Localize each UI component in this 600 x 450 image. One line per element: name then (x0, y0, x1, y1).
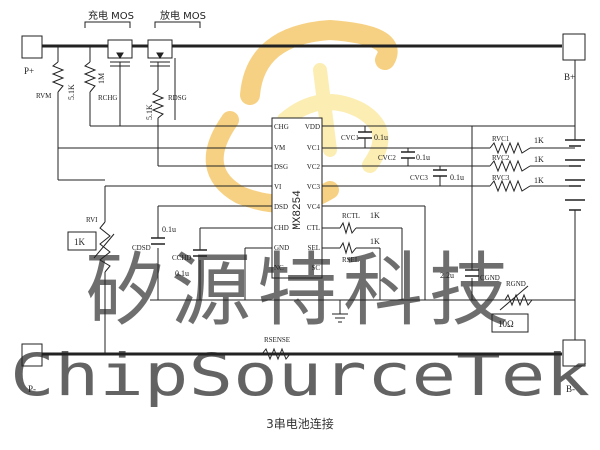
pin-sel: SEL (308, 244, 320, 252)
label-r-vi: RVI (86, 216, 98, 224)
label-charge-mos: 充电 MOS (88, 9, 134, 22)
label-r-vc3-val: 1K (534, 176, 544, 185)
pin-vc4: VC4 (307, 203, 321, 211)
label-p-minus: P- (28, 384, 36, 394)
capacitors (151, 131, 479, 277)
watermark-cn: 矽源特科技 (85, 244, 515, 337)
figure-caption: 3串电池连接 (266, 417, 334, 431)
resistor-rgnd (504, 293, 533, 307)
label-r-vm: RVM (36, 92, 52, 100)
resistor-rsense (261, 347, 291, 361)
pin-vi: VI (274, 183, 282, 191)
label-c-gnd: CGND (480, 274, 500, 282)
resistor-rvc1 (489, 141, 531, 155)
label-c-vc1: CVC1 (341, 134, 359, 142)
ground-symbol (332, 313, 348, 323)
pin-dsg: DSG (274, 163, 288, 171)
label-c-vc1-val: 0.1u (374, 133, 388, 142)
label-c-dsd-val: 0.1u (162, 225, 176, 234)
terminal-p-plus (21, 35, 43, 59)
battery-pack (565, 139, 585, 211)
pin-vm: VM (274, 144, 286, 152)
charge-mosfet (107, 39, 133, 67)
resistor-rdsg (151, 89, 165, 119)
label-r-sel-val: 1K (370, 237, 380, 246)
pin-dsd: DSD (274, 203, 288, 211)
pin-vdd: VDD (305, 123, 320, 131)
label-r-vc1: RVC1 (492, 135, 510, 143)
label-p-plus: P+ (24, 66, 34, 76)
label-r-vc2: RVC2 (492, 154, 510, 162)
pin-vc3: VC3 (307, 183, 321, 191)
rvi-wiper (93, 233, 115, 259)
label-b-minus: B- (566, 384, 575, 394)
label-r-dsg: RDSG (168, 94, 187, 102)
label-r-sel: RSEL (342, 256, 359, 264)
resistor-rctl (339, 221, 357, 235)
label-c-vc2: CVC2 (378, 154, 396, 162)
label-r-vm-val: 5.1K (67, 84, 76, 100)
chip-mx8254: MX8254 CHG VM DSG VI DSD CHD GND NC VDD … (271, 117, 323, 279)
label-r-chg: RCHG (98, 94, 117, 102)
rgnd-wiper (499, 285, 529, 311)
resistor-rsel (339, 241, 357, 255)
label-r-sense: RSENSE (264, 336, 290, 344)
label-c-dsd: CDSD (132, 244, 151, 252)
discharge-mosfet (147, 39, 173, 67)
label-r-dsg-val: 5.1K (145, 104, 154, 120)
resistor-rvc3 (489, 179, 531, 193)
pin-nc: NC (274, 264, 284, 272)
mos-bracket (84, 21, 201, 28)
label-r-vc1-val: 1K (534, 136, 544, 145)
pin-chg: CHG (274, 123, 289, 131)
label-c-vc3-val: 0.1u (450, 173, 464, 182)
label-r-vc3: RVC3 (492, 174, 510, 182)
pin-gnd: GND (274, 244, 289, 252)
label-r-gnd-val: 10Ω (498, 319, 514, 329)
resistor-rvm (51, 61, 65, 93)
pin-sc: SC (311, 264, 320, 272)
label-r-chg-val: 1M (97, 73, 106, 84)
label-c-gnd-val: 2.2u (440, 271, 454, 280)
label-c-chd: CCHD (172, 254, 191, 262)
terminal-b-plus (562, 33, 586, 61)
watermark-en: ChipSourceTek (10, 341, 590, 409)
label-r-vc2-val: 1K (534, 155, 544, 164)
resistor-rvc2 (489, 159, 531, 173)
resistor-rchg (83, 61, 97, 93)
label-r-gnd: RGND (506, 280, 526, 288)
label-c-vc2-val: 0.1u (416, 153, 430, 162)
pin-vc1: VC1 (307, 144, 321, 152)
pin-vc2: VC2 (307, 163, 321, 171)
terminal-b-minus (562, 339, 586, 367)
chip-name: MX8254 (292, 190, 304, 230)
label-r-ctl-val: 1K (370, 211, 380, 220)
pin-ctl: CTL (307, 224, 320, 232)
label-discharge-mos: 放电 MOS (160, 9, 206, 22)
resistor-rvi (99, 221, 111, 273)
label-r-vi-val: 1K (74, 237, 86, 247)
terminal-p-minus (21, 343, 43, 367)
rgnd-value-box (491, 313, 529, 333)
label-c-vc3: CVC3 (410, 174, 428, 182)
pin-chd: CHD (274, 224, 289, 232)
label-r-ctl: RCTL (342, 212, 360, 220)
rvi-value-box (67, 231, 97, 251)
label-c-chd-val: 0.1u (175, 269, 189, 278)
label-b-plus: B+ (564, 72, 575, 82)
